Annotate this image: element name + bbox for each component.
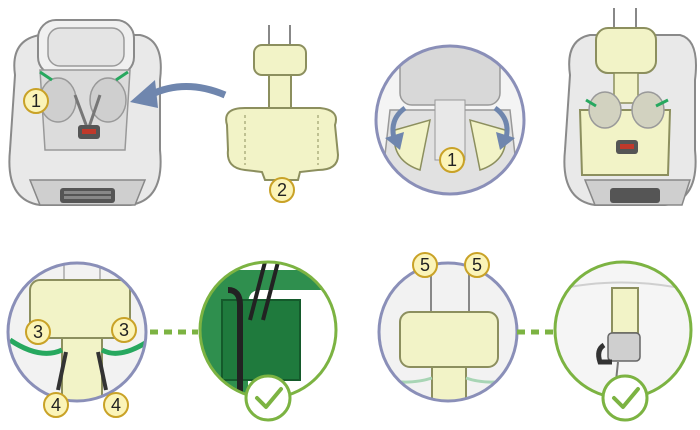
- step-badge-5-left: 5: [412, 252, 438, 278]
- step-badge-label: 5: [420, 255, 430, 275]
- step-badge-label: 4: [111, 395, 121, 415]
- step-badge-5-right: 5: [464, 252, 490, 278]
- zoom-detail-headrest-fit: [553, 260, 693, 400]
- check-icon: [244, 374, 292, 422]
- step-badge-label: 4: [51, 395, 61, 415]
- zoom-detail-headrest-rods: [377, 261, 519, 403]
- step-badge-3-left: 3: [25, 319, 51, 345]
- step-badge-label: 3: [33, 322, 43, 342]
- rotate-arrow-icon: [385, 105, 515, 150]
- zoom-detail-side-tabs: [6, 261, 148, 403]
- car-seat-insert-installed: [563, 8, 697, 206]
- check-icon: [601, 374, 649, 422]
- step-badge-1-zoom: 1: [439, 147, 465, 173]
- step-badge-4-left: 4: [43, 392, 69, 418]
- step-badge-label: 1: [31, 91, 41, 111]
- step-badge-label: 3: [119, 320, 129, 340]
- car-seat-with-insert: [8, 19, 162, 206]
- step-badge-1: 1: [23, 88, 49, 114]
- zoom-detail-strap-routing: [198, 260, 338, 400]
- step-badge-2: 2: [269, 177, 295, 203]
- seat-insert: [225, 25, 340, 181]
- step-badge-4-right: 4: [103, 392, 129, 418]
- left-arrow-icon: [130, 80, 227, 108]
- step-badge-label: 5: [472, 255, 482, 275]
- zoom-detail-fold-sides: [374, 44, 526, 196]
- step-badge-3-right: 3: [111, 317, 137, 343]
- step-badge-label: 1: [447, 150, 457, 170]
- step-badge-label: 2: [277, 180, 287, 200]
